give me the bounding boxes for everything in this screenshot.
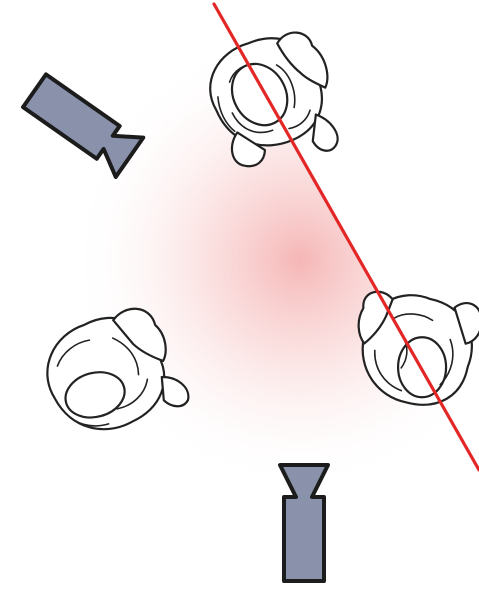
video-camera-icon <box>280 465 328 581</box>
